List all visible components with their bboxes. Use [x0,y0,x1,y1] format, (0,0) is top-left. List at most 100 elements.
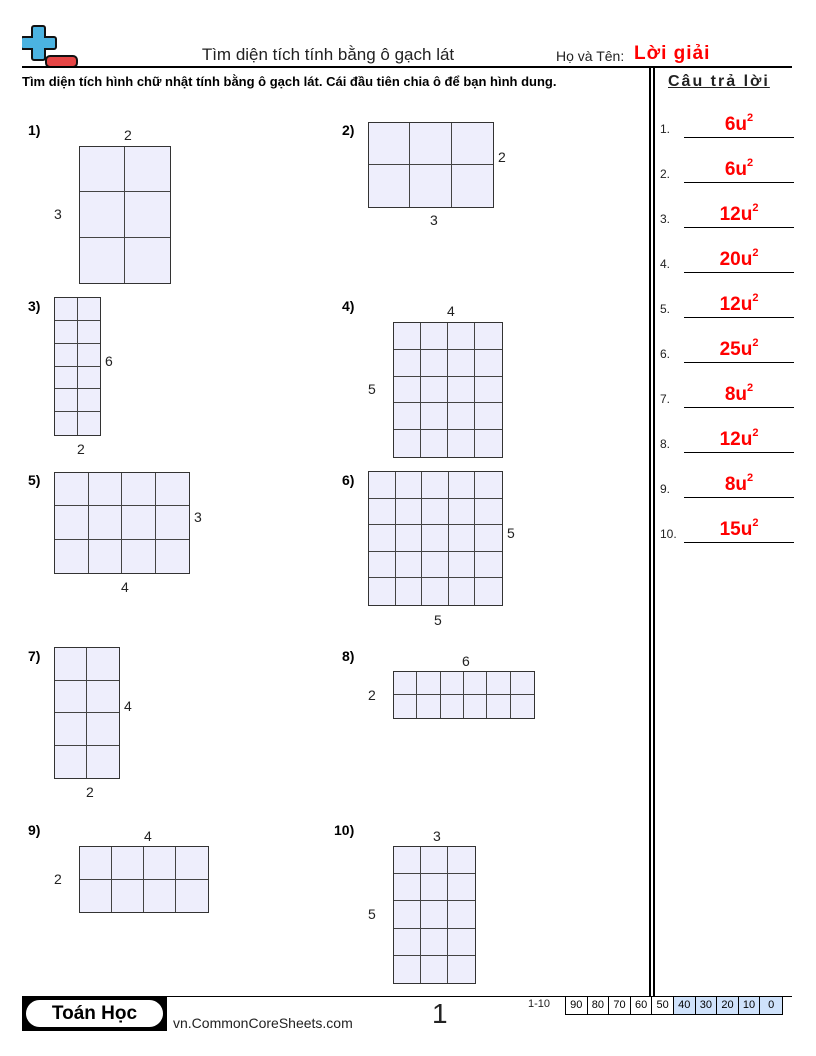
exponent: 2 [747,112,754,124]
tile [155,506,189,540]
answer-row: 2.6u2 [660,157,794,183]
brand-label: Toán Học [26,1000,163,1027]
tile [396,578,423,605]
tile-rectangle [79,146,171,284]
answer-line [684,272,794,273]
answer-row: 10.15u2 [660,517,794,543]
tile [87,746,119,779]
exponent: 2 [752,517,759,529]
tile [395,525,423,552]
tile [122,473,156,507]
tile [421,349,448,377]
answer-line [684,407,794,408]
tile [80,192,125,238]
answer-row: 4.20u2 [660,247,794,273]
tile [421,430,448,457]
tile [394,349,421,377]
tile [417,695,441,718]
width-label: 3 [430,212,438,228]
height-label: 2 [54,871,62,887]
answer-row: 8.12u2 [660,427,794,453]
tile [475,403,502,431]
answer-number: 7. [660,392,671,406]
tile [475,350,502,377]
tile [87,713,119,746]
tile [77,344,100,367]
tile [395,472,423,499]
tile [421,323,448,350]
tile [55,389,78,413]
answer-value: 12u2 [719,427,759,450]
width-label: 4 [121,579,129,595]
tile [112,879,144,912]
tile [464,672,488,695]
name-label: Họ và Tên: [556,48,625,64]
answer-number: 3. [660,212,671,226]
tile [77,321,100,344]
height-label: 2 [498,149,506,165]
width-label: 5 [434,612,442,628]
problem-number: 3) [28,298,41,314]
score-cell: 0 [760,997,782,1014]
worksheet-title: Tìm diện tích tính bằng ô gạch lát [201,45,455,64]
tile [369,525,396,552]
tile [475,323,502,350]
tile [421,847,448,875]
answer-line [684,227,794,228]
tile [421,955,448,983]
width-label: 3 [433,828,441,844]
answer-column-divider [653,67,655,997]
footer-divider [22,996,792,997]
score-cell: 10 [738,997,761,1014]
tile-rectangle [54,297,101,436]
score-cell: 40 [673,997,696,1014]
answer-value: 25u2 [719,337,759,360]
tile [475,525,502,552]
tile-rectangle [54,647,120,779]
score-cell: 20 [717,997,739,1014]
tile [421,403,448,431]
answer-line [684,317,794,318]
tile [421,901,448,929]
tile [422,525,449,552]
tile [369,551,396,579]
tile [511,695,534,718]
tile-rectangle [393,846,476,984]
tile [394,901,421,929]
answer-row: 1.6u2 [660,112,794,138]
answer-row: 5.12u2 [660,292,794,318]
tile [422,551,449,579]
answer-value: 8u2 [724,382,754,405]
tile [448,323,475,350]
tile [78,412,101,435]
tile-rectangle [368,471,503,606]
answer-column-divider [649,67,651,997]
tile [112,847,144,880]
tile [55,506,89,540]
tile [422,578,449,605]
exponent: 2 [747,472,754,484]
exponent: 2 [747,157,754,169]
width-label: 6 [462,653,470,669]
tile [475,472,502,499]
height-label: 4 [124,698,132,714]
tile [125,147,170,193]
tile [80,847,112,880]
tile [87,648,119,681]
tile [77,367,100,390]
tile [55,713,87,746]
tile-rectangle [368,122,494,208]
answer-number: 4. [660,257,671,271]
height-label: 5 [368,906,376,922]
problem-number: 1) [28,122,41,138]
tile [55,366,78,390]
answer-value: 8u2 [724,472,754,495]
exponent: 2 [752,247,759,259]
score-table: 90 80 70 60 50 40 30 20 10 0 [565,997,783,1015]
tile [125,238,170,283]
name-value: Lời giải [634,43,711,64]
tile [440,672,464,695]
tile [487,695,511,718]
problem-number: 9) [28,822,41,838]
answer-line [684,362,794,363]
